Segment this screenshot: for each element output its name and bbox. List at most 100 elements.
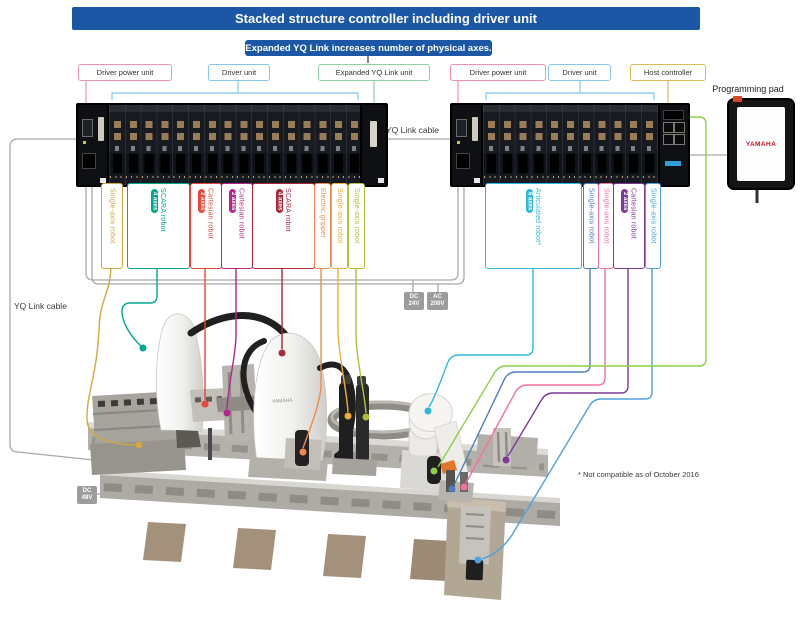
right-driver-bracket [485, 81, 655, 100]
left-scara-shaft [208, 428, 212, 460]
driver-power-unit-left [76, 103, 110, 187]
driver-unit-modules-left [107, 103, 364, 187]
dot-cartesian-2 [223, 409, 231, 417]
actuator-cap-1 [341, 375, 351, 384]
left-scara-foot [176, 430, 201, 448]
robot-label-cartesian-3: 2 axes Cartesian robot [613, 183, 645, 269]
led [83, 141, 86, 144]
robot-label-single-axis-6: Single-axis robot [645, 183, 661, 269]
line-single-axis-3 [355, 263, 367, 414]
right-rack [450, 103, 690, 187]
callout-banner: Expanded YQ Link increases number of phy… [245, 40, 492, 56]
robot-label-electric-gripper: Electric gripper [314, 183, 331, 269]
module-connector-band [110, 121, 361, 128]
badge-line: DC [409, 294, 419, 300]
left-rack [76, 103, 388, 187]
power-line-ac [91, 183, 465, 285]
pedestal-actuator-slots [465, 513, 485, 540]
line-single-axis-2 [337, 263, 349, 413]
pad-screen: YAMAHA [737, 107, 785, 181]
robot-label-text: SCARA robot [284, 188, 292, 232]
robot-label-single-axis-2: Single-axis robot [331, 183, 348, 269]
dot-cartesian-1 [201, 400, 209, 408]
robot-label-cartesian-2: 2 axes Cartesian robot [221, 183, 253, 269]
badge-dc-48v: DC 48V [77, 486, 97, 505]
module-dial-band [484, 146, 659, 151]
dot-single-axis-3 [362, 413, 370, 421]
axes-badge: 2 axes [198, 189, 206, 214]
ethernet-port [674, 134, 685, 145]
small-unit-base [438, 480, 474, 503]
line-host-controller [437, 116, 707, 468]
robot-label-single-axis-3: Single-axis robot [348, 183, 365, 269]
dot-single-axis-6 [474, 556, 482, 564]
robot-label-text: Cartesian robot [206, 188, 214, 239]
dot-articulated [424, 407, 432, 415]
robot-label-single-axis-4: Single-axis robot [583, 183, 599, 269]
yq-link-cable-left [9, 138, 104, 462]
robot-label-articulated: 6 axes Articulated robot* [485, 183, 582, 269]
small-unit-2 [460, 472, 468, 492]
power-connector [472, 117, 478, 141]
dot-scara-1 [139, 344, 147, 352]
corner-chip [378, 178, 384, 183]
robot-label-scara-1: 4 axes SCARA robot [127, 183, 190, 269]
actuator-base [332, 458, 377, 476]
label-driver-power-unit-right: Driver power unit [450, 64, 546, 81]
label-driver-unit-right: Driver unit [548, 64, 611, 81]
axes-badge: 4 axes [275, 189, 283, 214]
line-single-axis-5 [465, 263, 606, 484]
demo-rig: YAMAHA [88, 312, 560, 600]
line-single-axis-6 [481, 263, 653, 560]
foot-3 [323, 534, 366, 578]
robot-label-single-axis-5: Single-axis robot [598, 183, 614, 269]
robot-label-text: Single-axis robot [108, 188, 116, 244]
left-driver-bracket [111, 81, 359, 100]
programming-pad: YAMAHA [727, 96, 795, 190]
driver-power-unit-right [450, 103, 484, 187]
foot-4 [410, 539, 450, 581]
axes-badge: 2 axes [621, 189, 629, 214]
badge-line: 24V [408, 301, 420, 308]
footnote: * Not compatible as of October 2016 [578, 470, 699, 479]
badge-dc-24v: DC 24V [404, 292, 424, 311]
driver-unit-modules-right [481, 103, 662, 187]
line-single-axis-4 [453, 263, 591, 486]
robot-label-text: SCARA robot [159, 188, 167, 232]
badge-line: 48V [81, 495, 93, 502]
dsub-connector [456, 119, 467, 137]
badge-line: AC [433, 294, 442, 300]
corner-chip [100, 178, 106, 183]
corner-chip [474, 178, 480, 183]
module-slot-band [484, 154, 659, 173]
robot-label-text: Single-axis robot [353, 188, 361, 244]
ethernet-port [663, 122, 674, 133]
power-connector [98, 117, 104, 141]
power-slot [456, 153, 470, 169]
module-slot-band [110, 154, 361, 173]
small-unit-1 [446, 470, 455, 492]
pedestal-actuator [458, 505, 492, 565]
axes-badge: 4 axes [150, 189, 158, 214]
dot-single-axis-2 [344, 412, 352, 420]
yq-link-cable-label-left: YQ Link cable [14, 301, 67, 311]
dot-scara-2 [278, 349, 286, 357]
label-connectors [85, 56, 669, 103]
badge-line: 200V [430, 301, 445, 308]
host-blue-connector [665, 161, 681, 166]
page-title: Stacked structure controller including d… [72, 7, 700, 30]
yq-connector [370, 121, 377, 147]
expanded-yq-link-unit [360, 103, 388, 187]
callout-lines [86, 116, 707, 564]
robot-label-text: Single-axis robot [336, 188, 344, 244]
rig-brand-text: YAMAHA [272, 398, 294, 405]
led [457, 141, 460, 144]
robot-label-scara-2: 4 axes SCARA robot [252, 183, 315, 269]
pad-emergency-button [733, 96, 742, 102]
ethernet-port [663, 134, 674, 145]
dot-single-axis-5 [460, 483, 468, 491]
module-dial-band [110, 146, 361, 151]
module-connector-band [484, 133, 659, 140]
